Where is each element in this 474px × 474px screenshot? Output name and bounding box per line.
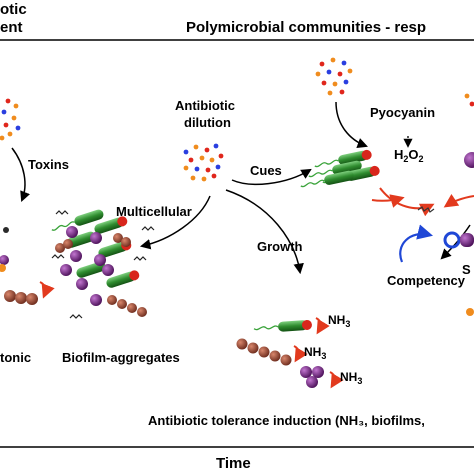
multicellular-label: Multicellular: [116, 204, 192, 219]
antibiotic-dots-right: [315, 57, 353, 96]
growth-green-rod: [253, 319, 312, 332]
competency-label: Competency: [387, 273, 466, 288]
antibiotic-label: Antibiotic: [175, 98, 235, 113]
nh3-label-1: NH3: [328, 313, 351, 329]
growth-purple-cocci: [300, 366, 324, 388]
tonic-label: tonic: [0, 350, 32, 365]
tolerance-label: Antibiotic tolerance induction (NH₃, bio…: [148, 413, 425, 428]
nh3-arrow-3: [329, 371, 344, 389]
dna-squiggle: [417, 206, 435, 213]
cues-arrow: [231, 168, 312, 186]
competency-blue-arrow: [399, 224, 433, 263]
antibiotic-dots-left: [0, 98, 21, 141]
h2o2-label: H2O2: [394, 147, 424, 164]
time-axis-label: Time: [216, 455, 251, 472]
cues-bacteria-cluster: [300, 149, 380, 188]
nh3-label-2: NH3: [304, 345, 327, 361]
nh3-arrow-2: [293, 345, 308, 363]
growth-label: Growth: [257, 239, 303, 254]
biofilm-aggregate: [51, 209, 155, 319]
toxins-arrow: [11, 147, 30, 202]
h2o2-red-arrow: [379, 187, 435, 217]
s-partial-label: S: [462, 262, 471, 277]
header-left-line2: ent: [0, 19, 23, 36]
header-left-line1: otic: [0, 1, 27, 18]
pyocyanin-label: Pyocyanin: [370, 105, 436, 120]
left-partial-cells: [0, 227, 55, 305]
dilution-label: dilution: [184, 115, 231, 130]
red-arrow-left: [371, 194, 405, 208]
antibiotic-dots-far-right: [464, 93, 474, 107]
header-right: Polymicrobial communities - resp: [186, 19, 427, 36]
growth-brown-chain: [236, 338, 292, 366]
nh3-arrow-1: [315, 317, 330, 335]
orange-dot-right: [466, 308, 474, 316]
pyocyanin-arrow: [335, 101, 368, 148]
multicellular-arrow: [139, 195, 211, 250]
competent-cell: [443, 231, 474, 249]
cues-label: Cues: [250, 163, 282, 178]
nh3-label-3: NH3: [340, 370, 363, 386]
biofilm-aggregates-label: Biofilm-aggregates: [62, 350, 180, 365]
red-arrow-right: [443, 193, 474, 208]
growth-arrow: [225, 189, 304, 275]
antibiotic-dots-center: [183, 143, 224, 182]
purple-cell-right: [464, 152, 474, 168]
right-edge-arrow: [440, 224, 471, 260]
toxins-label: Toxins: [28, 157, 69, 172]
